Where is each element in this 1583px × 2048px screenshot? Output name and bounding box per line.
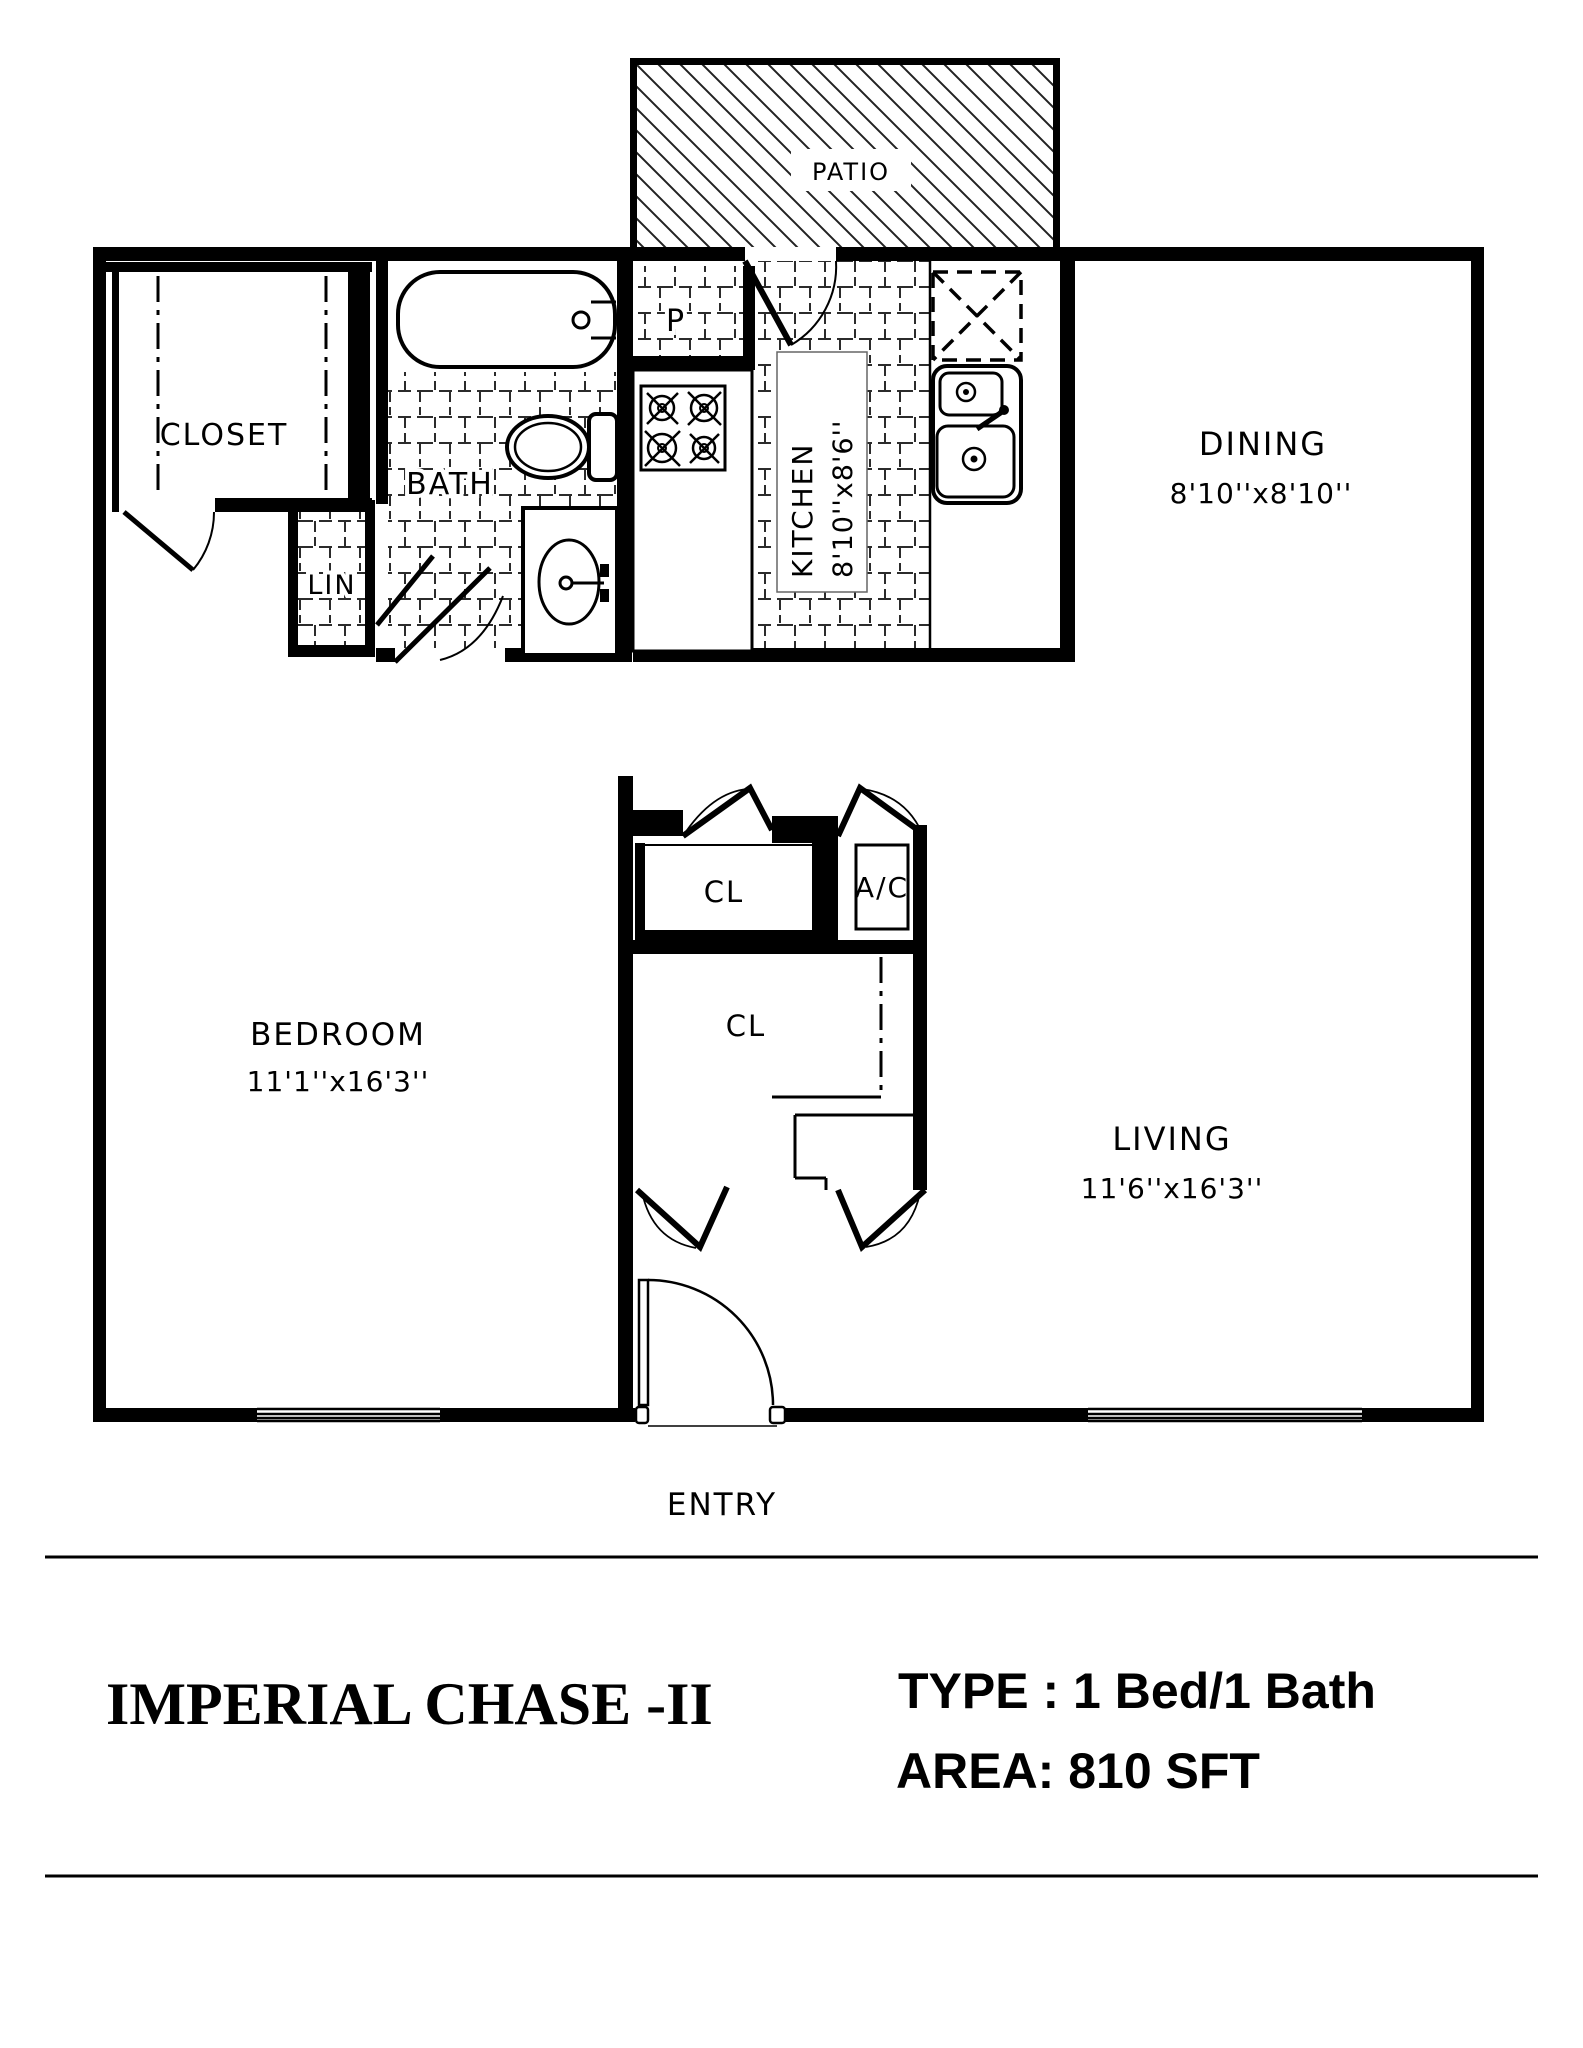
- pantry-tile-floor: [637, 266, 743, 356]
- kitchen-label: KITCHEN: [786, 443, 819, 578]
- entry-jamb-right: [768, 1405, 787, 1425]
- toilet: [505, 412, 619, 482]
- kitchen-dims: 8'10''x8'6'': [828, 420, 859, 578]
- kitchen-label-box: [776, 351, 868, 593]
- closet-door: [122, 510, 216, 572]
- lower-closet-doors: [634, 1185, 928, 1253]
- hall-closet-door: [681, 783, 775, 839]
- bathtub: [396, 270, 617, 369]
- type-line: TYPE : 1 Bed/1 Bath: [898, 1663, 1376, 1719]
- area-line: AREA: 810 SFT: [896, 1743, 1260, 1799]
- bath-door: [375, 554, 504, 664]
- lower-closet-label: CL: [726, 1009, 766, 1043]
- plan-title: IMPERIAL CHASE -II: [106, 1671, 713, 1737]
- ac-label: A/C: [855, 871, 909, 904]
- bedroom-label: BEDROOM: [250, 1017, 426, 1053]
- linen-tile-floor: [298, 510, 365, 645]
- vanity-sink: [521, 506, 619, 657]
- kitchen-sink: [931, 364, 1023, 505]
- entry-label: ENTRY: [667, 1487, 777, 1523]
- patio-label-box: [791, 149, 911, 191]
- title-block: IMPERIAL CHASE -II TYPE : 1 Bed/1 Bath A…: [45, 1555, 1538, 1878]
- entry-niche-walls: [772, 1095, 913, 1190]
- doors: [122, 259, 928, 1407]
- patio-door: [742, 259, 838, 347]
- dining-dims: 8'10''x8'10'': [1170, 477, 1353, 510]
- walls: [93, 247, 1484, 1422]
- entry-door: [637, 1278, 775, 1407]
- living-label: LIVING: [1112, 1120, 1231, 1158]
- entry-jamb-left: [634, 1405, 650, 1425]
- patio-area: PATIO: [630, 58, 1060, 254]
- ac-unit-box: [854, 843, 910, 931]
- refrigerator-space: [931, 270, 1023, 362]
- room-labels: CLOSET BATH LIN P KITCHEN 8'10''x8'6'' D…: [160, 300, 1353, 1523]
- stove: [631, 368, 754, 653]
- bath-label: BATH: [406, 467, 494, 502]
- ac-closet-door: [835, 783, 924, 838]
- bedroom-dims: 11'1''x16'3'': [247, 1065, 430, 1098]
- openings: [257, 1405, 1362, 1427]
- dining-label: DINING: [1199, 425, 1327, 463]
- closet-label: CLOSET: [160, 418, 289, 453]
- linen-label: LIN: [307, 570, 356, 601]
- living-window: [1088, 1407, 1362, 1423]
- hall-closet-label: CL: [704, 875, 744, 909]
- fixtures: [396, 261, 1023, 931]
- closet-rod-lines: [156, 276, 883, 1090]
- living-dims: 11'6''x16'3'': [1081, 1172, 1264, 1205]
- pantry-label: P: [666, 304, 686, 339]
- patio-label: PATIO: [812, 158, 890, 186]
- bedroom-window: [257, 1407, 440, 1423]
- tiled-floors: [298, 261, 930, 648]
